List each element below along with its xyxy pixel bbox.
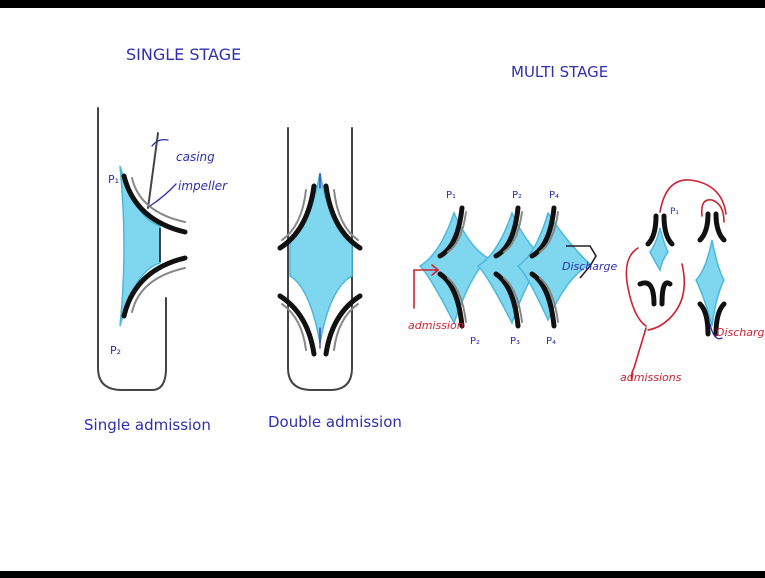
stage-1-fluid: [420, 213, 488, 323]
admissions-label-right: admissions: [620, 371, 681, 384]
p4-label-multi: P₄: [549, 190, 559, 201]
p1-label-single: P₁: [108, 173, 119, 186]
p1-label-parallel: P₁: [670, 207, 679, 217]
multi-stage-heading: MULTI STAGE: [511, 63, 608, 81]
p3-label-multi-bottom: P₃: [510, 336, 520, 347]
discharge-label-right: Discharge: [716, 326, 765, 339]
p2-label-multi: P₂: [512, 190, 522, 201]
admission-label-left: admission: [408, 319, 464, 332]
casing-label: casing: [176, 150, 215, 164]
impeller-label: impeller: [178, 179, 227, 193]
p4-label-multi-bottom: P₄: [546, 336, 556, 347]
whiteboard: SINGLE STAGE MULTI STAGE casing impeller…: [0, 8, 765, 571]
impeller-leader: [150, 184, 176, 206]
p1-label-multi: P₁: [446, 190, 456, 201]
double-admission-caption: Double admission: [268, 413, 402, 431]
double-admission-pump: [280, 128, 360, 390]
admission-branch-left: [626, 248, 646, 326]
p2-label-multi-bottom: P₂: [470, 336, 480, 347]
diagram-drawing: [0, 8, 765, 571]
single-admission-caption: Single admission: [84, 416, 211, 434]
casing-leader: [152, 140, 168, 146]
discharge-label-left: Discharge: [562, 260, 617, 273]
p2-label-single: P₂: [110, 344, 121, 357]
single-stage-heading: SINGLE STAGE: [126, 45, 241, 64]
